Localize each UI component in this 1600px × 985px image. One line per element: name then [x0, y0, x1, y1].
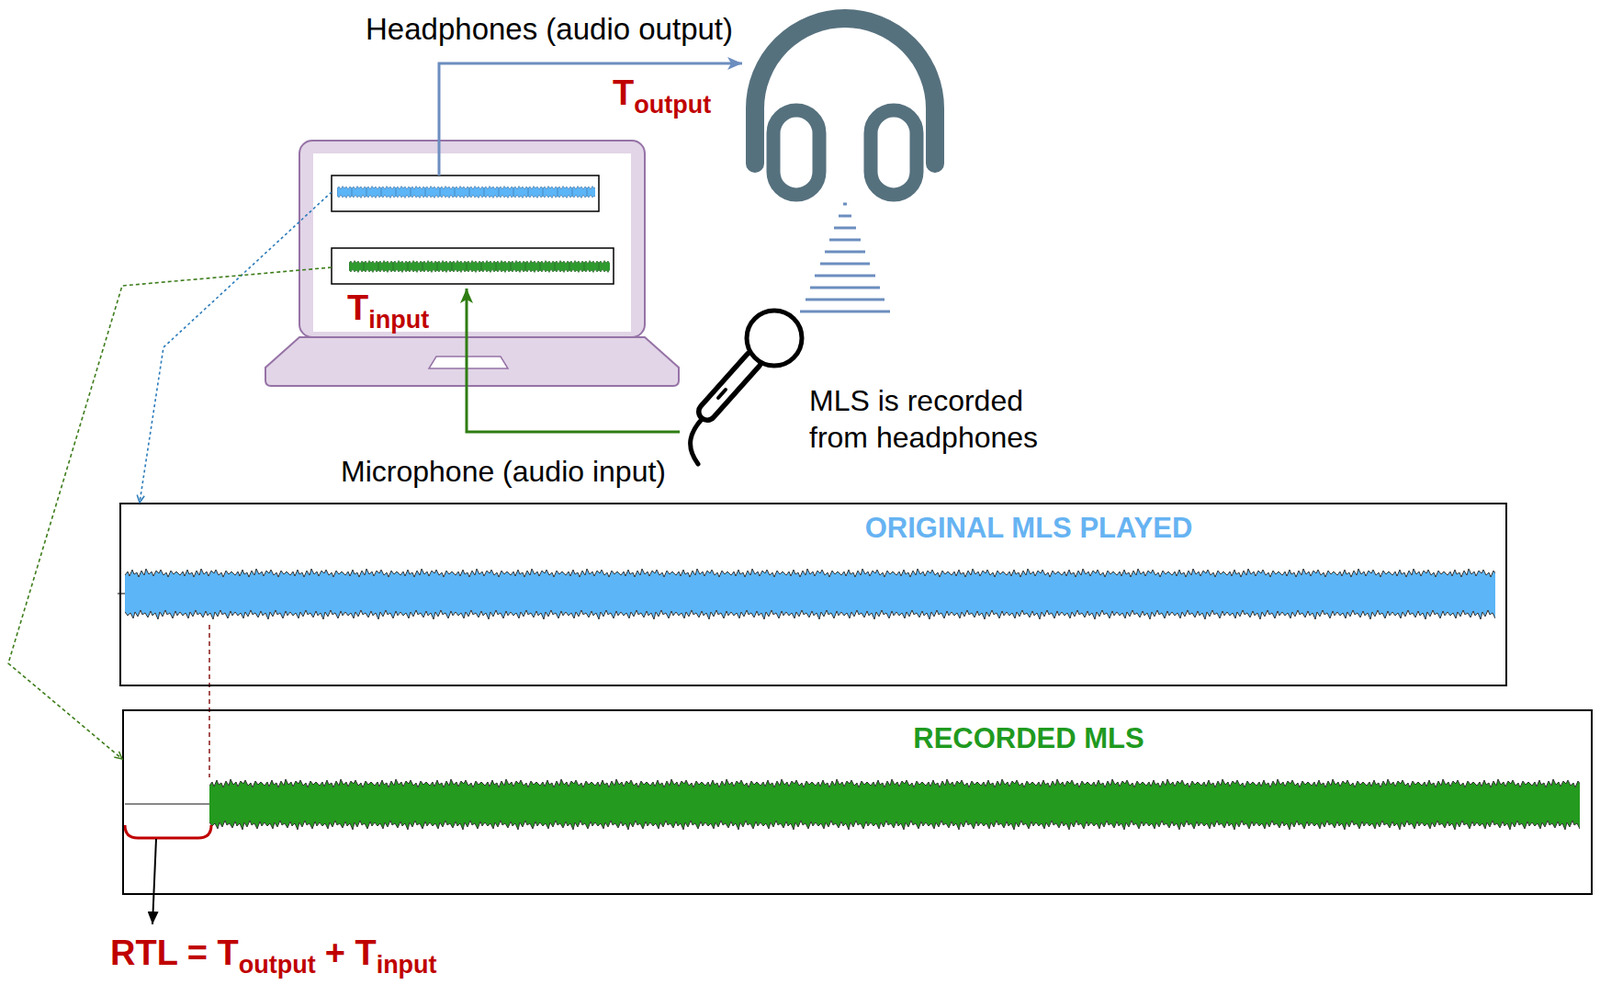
mic-cable	[690, 415, 706, 464]
mic-grip	[718, 389, 726, 398]
input-track-box	[331, 247, 614, 284]
laptop-display	[313, 153, 631, 332]
device-label: Headphones (audio output)	[365, 11, 733, 47]
latency-term: + T	[325, 935, 377, 970]
panel-title: RECORDED MLS	[912, 721, 1144, 755]
formula-group: RTL = Toutput+ Tinput	[110, 935, 438, 970]
original-waveform	[124, 565, 1496, 621]
dashed-leader	[8, 267, 332, 759]
output-track-wave	[337, 185, 596, 199]
dotted-leader	[139, 191, 332, 503]
formula-group: Toutput	[612, 75, 711, 111]
waveform-panel: ORIGINAL MLS PLAYED	[119, 502, 1508, 687]
mic-handle	[707, 360, 754, 412]
headphones-node: Headphones (audio output)	[742, 10, 949, 200]
text-group: Tinput	[347, 290, 429, 326]
panel-title: ORIGINAL MLS PLAYED	[865, 511, 1194, 545]
waveform-panel: RECORDED MLS	[122, 709, 1593, 895]
laptop-node: Tinput	[331, 175, 614, 289]
latency-term: T	[612, 75, 634, 111]
device-label: MLS is recorded from headphones	[809, 382, 1085, 456]
headphone-cup	[870, 110, 917, 195]
sound-line	[805, 298, 885, 302]
laptop-screen	[299, 140, 645, 338]
latency-term: output	[238, 952, 316, 978]
laptop-touchpad	[428, 356, 508, 369]
laptop-base	[265, 337, 679, 386]
sound-waves	[800, 203, 891, 312]
latency-term: T	[347, 290, 369, 326]
microphone-node: Microphone (audio input)MLS is recorded …	[679, 307, 804, 469]
mic-handle	[707, 360, 754, 412]
input-track-wave	[349, 259, 610, 273]
device-label: Microphone (audio input)	[340, 454, 666, 489]
recorded-waveform	[209, 776, 1580, 832]
headphone-cup	[773, 110, 820, 195]
alignment-line	[208, 624, 211, 778]
sound-line	[838, 214, 852, 218]
output-track-box	[331, 175, 599, 212]
input-arrow	[466, 288, 680, 432]
silence-line	[124, 802, 212, 805]
latency-term: input	[376, 952, 438, 978]
latency-term: input	[368, 307, 429, 333]
sound-line	[829, 238, 861, 242]
sound-line	[820, 262, 870, 266]
latency-term: output	[633, 92, 711, 118]
latency-bracket	[124, 824, 212, 838]
sound-line	[843, 202, 847, 206]
output-arrow	[439, 63, 743, 176]
sound-line	[800, 310, 891, 314]
bracket-pointer	[152, 838, 157, 924]
latency-term: RTL = T	[110, 935, 239, 970]
sound-line	[810, 286, 880, 290]
sound-line	[824, 250, 866, 254]
sound-line	[833, 226, 857, 230]
mic-head	[746, 310, 802, 366]
sound-line	[814, 274, 876, 278]
